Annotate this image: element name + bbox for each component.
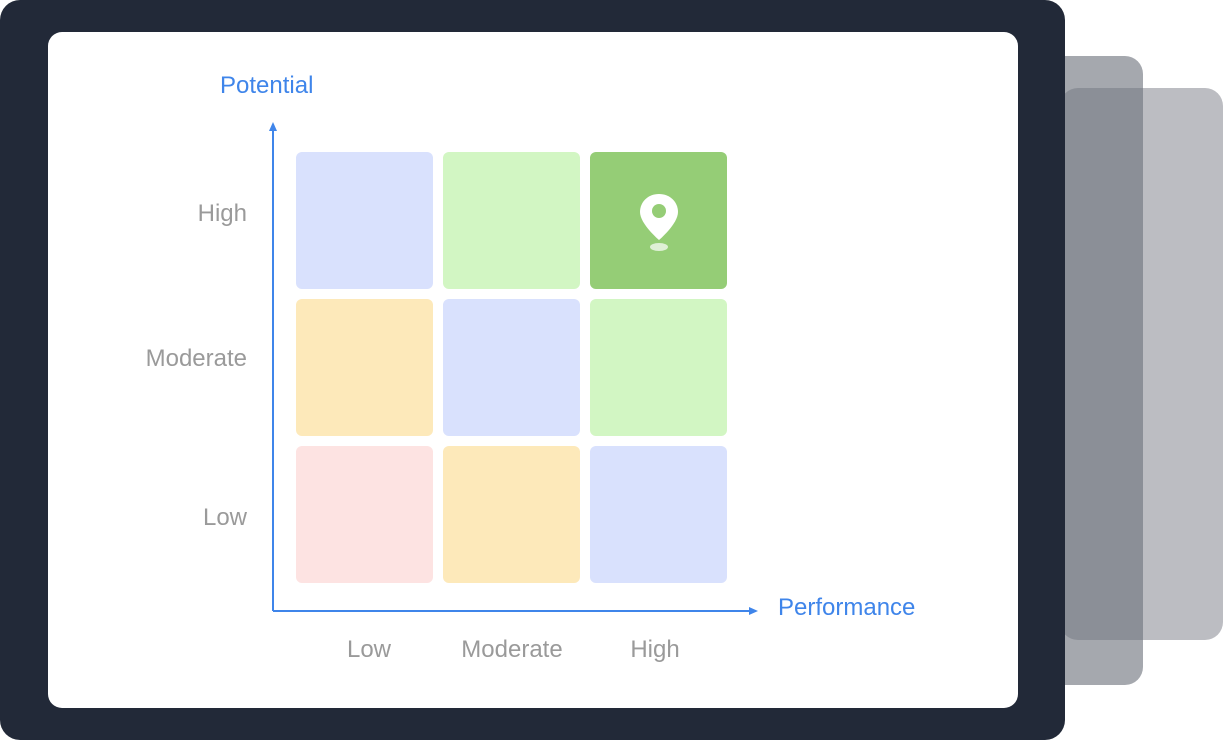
x-axis-arrow-icon [749, 607, 758, 615]
cell-low-potential-moderate-performance[interactable] [443, 446, 580, 583]
location-pin-icon [640, 194, 678, 251]
x-tick-high: High [630, 636, 680, 663]
cell-high-potential-moderate-performance[interactable] [443, 152, 580, 289]
axes [269, 122, 758, 615]
device-frame: Potential Performance High Moderate Low … [0, 0, 1065, 740]
y-tick-low: Low [202, 504, 247, 531]
matrix-screen: Potential Performance High Moderate Low … [48, 32, 1018, 708]
y-axis-title: Potential [220, 72, 314, 99]
cell-high-potential-low-performance[interactable] [296, 152, 433, 289]
x-tick-moderate: Moderate [461, 636, 563, 663]
x-tick-low: Low [346, 636, 392, 663]
y-tick-moderate: Moderate [145, 345, 247, 372]
x-axis-title: Performance [778, 594, 916, 621]
y-axis-arrow-icon [269, 122, 277, 131]
cell-low-potential-high-performance[interactable] [590, 446, 727, 583]
cell-moderate-potential-low-performance[interactable] [296, 299, 433, 436]
cell-moderate-potential-moderate-performance[interactable] [443, 299, 580, 436]
cell-high-potential-high-performance[interactable] [590, 152, 727, 289]
cell-moderate-potential-high-performance[interactable] [590, 299, 727, 436]
cell-low-potential-low-performance[interactable] [296, 446, 433, 583]
y-tick-high: High [197, 200, 247, 227]
